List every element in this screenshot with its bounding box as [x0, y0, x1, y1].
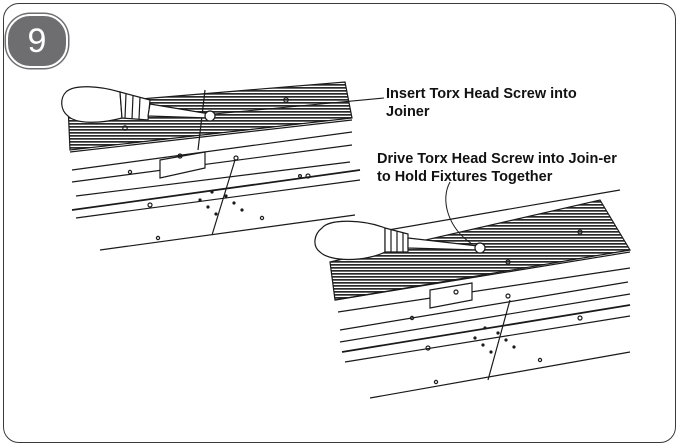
step-number-badge: 9	[6, 14, 68, 68]
upper-screwdriver	[61, 86, 216, 123]
lower-fixture	[329, 189, 631, 399]
assembly-illustration	[61, 81, 631, 399]
lower-screwdriver	[314, 220, 486, 261]
callout-leader-lines	[213, 97, 473, 245]
callout-insert-screw: Insert Torx Head Screw into Joiner	[386, 86, 577, 120]
callout-drive-screw: Drive Torx Head Screw into Join-er to Ho…	[377, 151, 617, 185]
step-number: 9	[27, 21, 47, 60]
